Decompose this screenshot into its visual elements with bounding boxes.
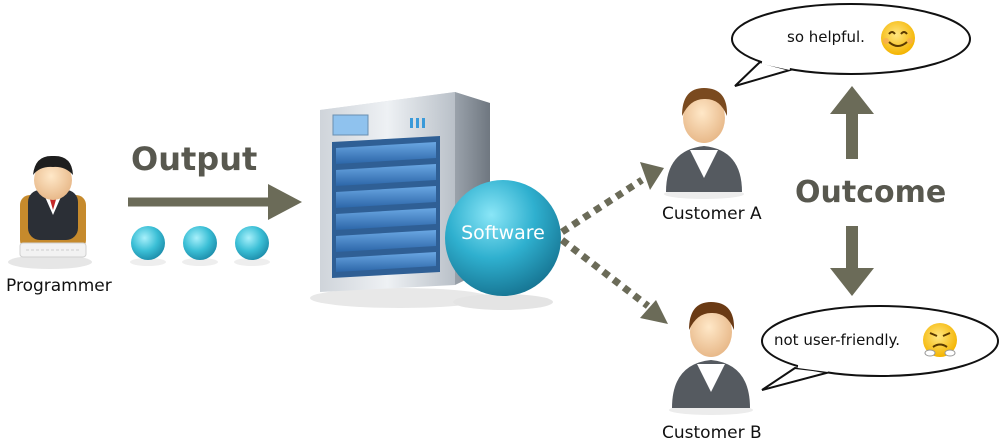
output-label: Output [131,140,258,178]
outcome-arrow-down-head [830,268,874,296]
angry-emoji-icon [923,323,957,357]
customer-a-avatar-icon [664,88,744,199]
server-icon [310,92,490,308]
customer-a-speech: so helpful. [787,28,865,46]
programmer-figure-icon [8,155,92,269]
smiley-emoji-icon [881,21,915,55]
outcome-arrow-up-head [830,86,874,114]
dotted-arrow-to-customer-a [560,177,644,235]
outcome-arrow-up-shaft [846,112,858,159]
dot-3 [235,226,269,260]
outcome-label: Outcome [795,175,947,210]
dot-1 [131,226,165,260]
customer-a-label: Customer A [662,204,762,224]
dot-2 [183,226,217,260]
output-arrow-head [268,184,302,220]
software-circle [445,180,561,296]
dotted-arrowhead-a [640,162,664,190]
outcome-arrow-down-shaft [846,226,858,272]
programmer-label: Programmer [6,276,112,296]
customer-b-avatar-icon [669,302,753,415]
dotted-arrowhead-b [640,300,668,324]
output-dots [130,226,270,266]
software-label: Software [461,222,545,244]
dotted-arrow-to-customer-b [559,237,651,309]
customer-b-label: Customer B [662,423,762,443]
speech-bubble-a [731,3,971,87]
customer-b-speech: not user-friendly. [774,331,901,349]
